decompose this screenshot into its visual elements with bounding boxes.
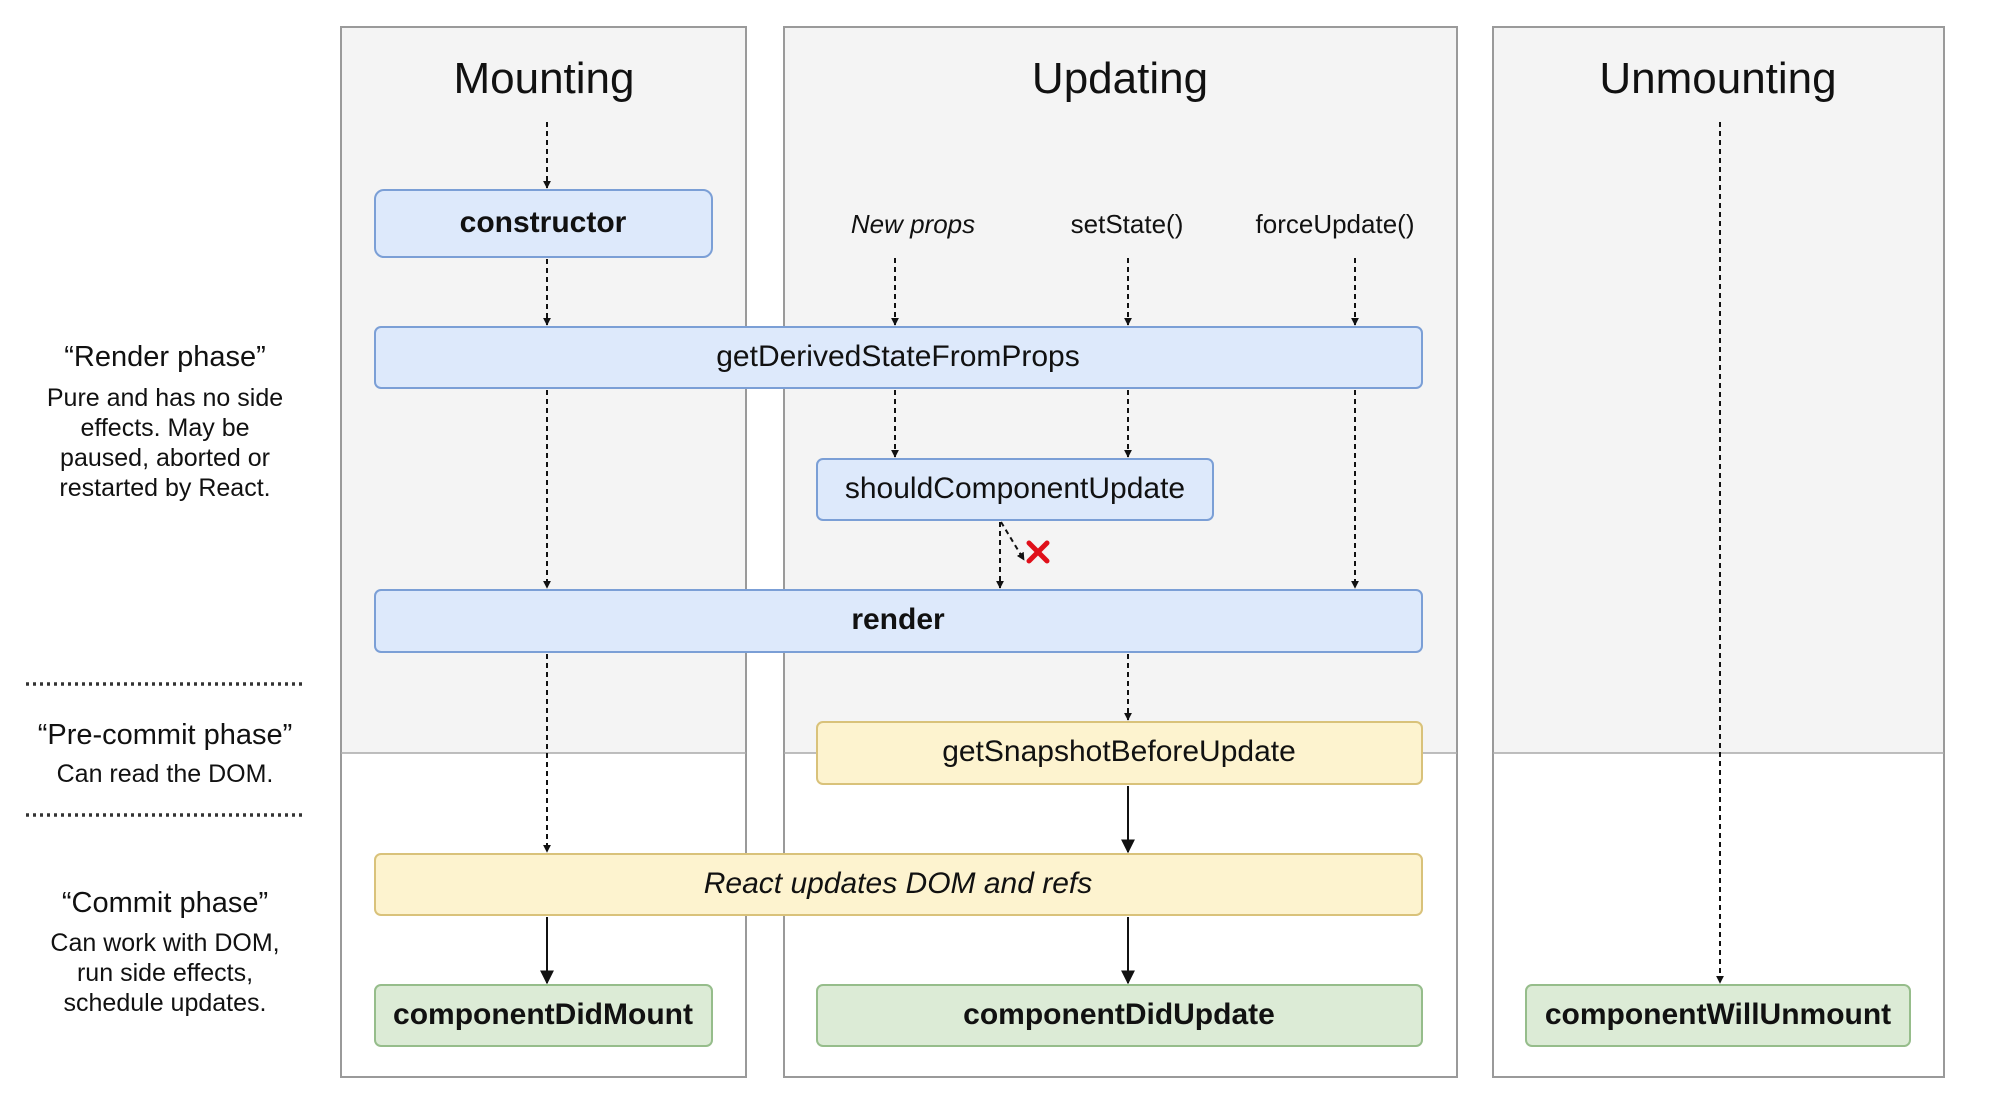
react-updates-dom-box: React updates DOM and refs <box>374 853 1423 916</box>
render-label: render <box>851 603 945 636</box>
react-updates-dom-label: React updates DOM and refs <box>704 867 1093 900</box>
component-did-mount-label: componentDidMount <box>393 998 693 1031</box>
trigger-new-props: New props <box>851 209 975 239</box>
constructor-label: constructor <box>460 206 627 239</box>
column-title-updating: Updating <box>1032 54 1208 103</box>
trigger-set-state: setState() <box>1071 209 1184 239</box>
constructor-box: constructor <box>374 189 713 258</box>
commit-phase-desc-3: schedule updates. <box>64 989 267 1017</box>
column-unmounting: Unmounting <box>1492 26 1945 1078</box>
render-phase-desc-2: effects. May be <box>80 414 249 442</box>
column-title-unmounting: Unmounting <box>1599 54 1836 103</box>
render-box: render <box>374 589 1423 653</box>
arrow-scu-cancel <box>1000 521 1025 561</box>
get-snapshot-box: getSnapshotBeforeUpdate <box>816 721 1423 785</box>
component-did-update-label: componentDidUpdate <box>963 998 1275 1031</box>
column-mounting: Mounting <box>340 26 747 1078</box>
render-phase-desc-4: restarted by React. <box>59 474 270 502</box>
render-phase-title: “Render phase” <box>64 341 266 373</box>
component-will-unmount-box: componentWillUnmount <box>1525 984 1911 1047</box>
phase-label-render: “Render phase” Pure and has no side effe… <box>47 341 283 502</box>
commit-phase-desc-1: Can work with DOM, <box>50 929 279 957</box>
should-component-update-label: shouldComponentUpdate <box>845 472 1185 505</box>
precommit-phase-desc-1: Can read the DOM. <box>57 760 274 788</box>
component-did-mount-box: componentDidMount <box>374 984 713 1047</box>
should-component-update-box: shouldComponentUpdate <box>816 458 1214 521</box>
commit-phase-title: “Commit phase” <box>62 887 268 919</box>
phase-label-commit: “Commit phase” Can work with DOM, run si… <box>50 887 279 1017</box>
render-phase-desc-1: Pure and has no side <box>47 384 283 412</box>
phase-label-precommit: “Pre-commit phase” Can read the DOM. <box>38 719 293 788</box>
get-derived-state-label: getDerivedStateFromProps <box>716 340 1080 373</box>
trigger-force-update: forceUpdate() <box>1256 209 1415 239</box>
precommit-phase-title: “Pre-commit phase” <box>38 719 293 751</box>
flow-arrows <box>540 122 1724 985</box>
get-snapshot-label: getSnapshotBeforeUpdate <box>942 735 1296 768</box>
component-will-unmount-label: componentWillUnmount <box>1545 998 1891 1031</box>
component-did-update-box: componentDidUpdate <box>816 984 1423 1047</box>
get-derived-state-box: getDerivedStateFromProps <box>374 326 1423 389</box>
render-phase-desc-3: paused, aborted or <box>60 444 270 472</box>
cancel-x-icon <box>1026 540 1050 564</box>
column-title-mounting: Mounting <box>453 54 634 103</box>
column-updating: Updating <box>783 26 1458 1078</box>
commit-phase-desc-2: run side effects, <box>77 959 253 987</box>
